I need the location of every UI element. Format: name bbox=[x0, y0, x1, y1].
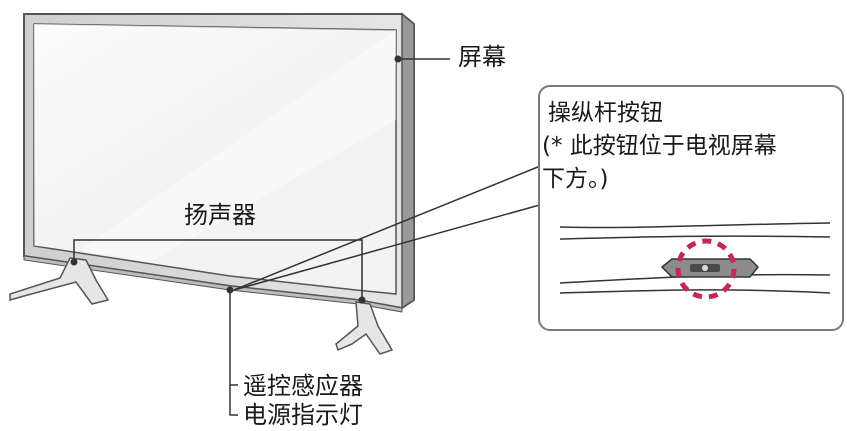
power-indicator-label: 电源指示灯 bbox=[243, 401, 363, 429]
callout-line-title: 操纵杆按钮 bbox=[548, 100, 663, 126]
tv-body bbox=[23, 12, 415, 313]
callout-line-note-end: 下方。) bbox=[542, 166, 609, 192]
screen-marker bbox=[394, 55, 402, 63]
screen-label: 屏幕 bbox=[458, 43, 506, 71]
remote-sensor-label: 遥控感应器 bbox=[243, 372, 363, 400]
speaker-label: 扬声器 bbox=[184, 201, 256, 229]
joystick-highlight bbox=[675, 238, 737, 300]
leader-lines bbox=[73, 58, 573, 416]
sensor-marker bbox=[226, 286, 234, 294]
speaker-right-marker bbox=[358, 296, 366, 304]
callout-text: 操纵杆按钮 (* 此按钮位于电视屏幕 下方。) bbox=[540, 97, 777, 196]
joystick-callout: 操纵杆按钮 (* 此按钮位于电视屏幕 下方。) bbox=[538, 85, 844, 331]
joystick-closeup bbox=[559, 222, 831, 300]
speaker-left-marker bbox=[70, 258, 78, 266]
marker-dots bbox=[70, 55, 402, 304]
callout-line-note: (* 此按钮位于电视屏幕 bbox=[542, 133, 777, 159]
tv-stand-right bbox=[335, 301, 394, 355]
tv-stand-left bbox=[9, 257, 110, 305]
